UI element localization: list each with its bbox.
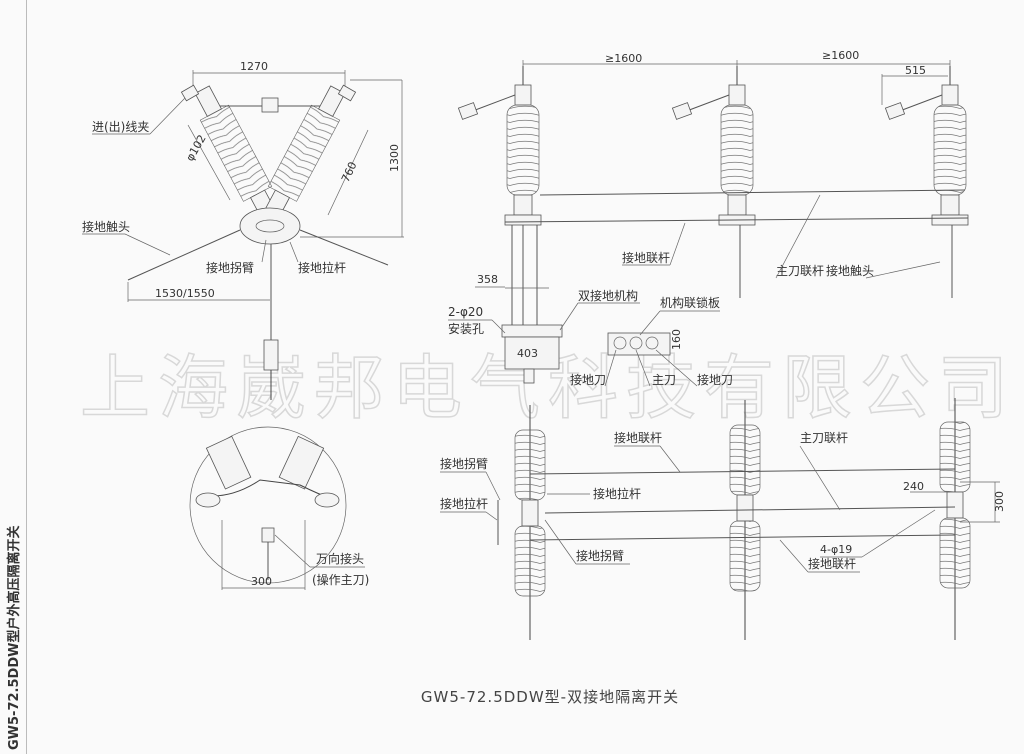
detail-lug-right bbox=[314, 492, 340, 508]
dim-phase-spacing-1: ≥1600 bbox=[605, 52, 642, 65]
top-view: 240 300 接地联杆 主刀联杆 接地拐臂 接地拉杆 接地拉杆 接地拐臂 接地… bbox=[440, 398, 1006, 640]
leader bbox=[261, 239, 267, 263]
phase-a bbox=[457, 66, 542, 226]
label-holes-spec: 4-φ19 bbox=[820, 543, 852, 556]
side-title: GW5-72.5DDW型户外高压隔离开关 bbox=[6, 526, 22, 750]
label-operate-main-blade: (操作主刀) bbox=[312, 572, 369, 587]
label-ground-crank-arm: 接地拐臂 bbox=[206, 260, 254, 275]
double-ground-mechanism: 403 bbox=[501, 225, 563, 384]
leader bbox=[124, 233, 171, 256]
leader bbox=[149, 97, 186, 135]
detail-circle bbox=[189, 426, 347, 584]
label-double-ground-mechanism: 双接地机构 bbox=[578, 288, 638, 303]
dim-760: 760 bbox=[339, 160, 360, 185]
leader bbox=[604, 349, 617, 387]
label-universal-joint: 万向接头 bbox=[316, 551, 364, 566]
side-view: ≥1600 ≥1600 515 bbox=[448, 49, 969, 387]
ground-link-rod bbox=[504, 217, 969, 223]
terminal-clamp-right bbox=[337, 84, 357, 102]
side-title-text: GW5-72.5DDW型户外高压隔离开关 bbox=[6, 526, 22, 750]
label-top-main-blade-link-rod: 主刀联杆 bbox=[800, 431, 848, 445]
leader bbox=[559, 302, 579, 331]
drawing-title: GW5-72.5DDW型-双接地隔离开关 bbox=[420, 688, 680, 706]
label-ground-contact-side: 接地触头 bbox=[826, 263, 874, 278]
base-rotor bbox=[239, 207, 301, 245]
phase-c bbox=[884, 66, 969, 298]
page-border bbox=[26, 0, 27, 754]
leader bbox=[635, 349, 651, 387]
dim-ext bbox=[187, 124, 231, 201]
label-main-blade-link-rod: 主刀联杆 bbox=[776, 264, 824, 278]
leader bbox=[544, 519, 577, 565]
interlock-plate: 160 bbox=[607, 329, 683, 356]
detail-lug-left bbox=[195, 492, 221, 508]
dim-515: 515 bbox=[905, 64, 926, 77]
leader bbox=[491, 319, 506, 334]
top-phase-c bbox=[939, 398, 971, 640]
dim-160: 160 bbox=[670, 329, 683, 350]
top-main-blade-link-rod bbox=[544, 506, 956, 514]
label-top-ground-pull-rod-mid: 接地拉杆 bbox=[593, 486, 641, 501]
leader bbox=[289, 241, 299, 263]
label-ground-pull-rod: 接地拉杆 bbox=[298, 260, 346, 275]
universal-joint bbox=[261, 527, 275, 543]
detail-linkage bbox=[199, 479, 336, 501]
dim-1270: 1270 bbox=[240, 60, 268, 73]
label-top-ground-crank-arm-bottom: 接地拐臂 bbox=[576, 548, 624, 563]
dim-phase-spacing-2: ≥1600 bbox=[822, 49, 859, 62]
dim-403: 403 bbox=[517, 347, 538, 360]
dim-300-detail: 300 bbox=[251, 575, 272, 588]
dim-phi102: φ102 bbox=[183, 133, 208, 164]
label-top-ground-link-rod-bottom: 接地联杆 bbox=[808, 556, 856, 571]
dim-line-760 bbox=[327, 129, 369, 216]
dim-300-top: 300 bbox=[993, 491, 1006, 512]
leader bbox=[274, 534, 311, 568]
detail-view: 300 万向接头 (操作主刀) bbox=[189, 426, 369, 590]
label-ground-link-rod: 接地联杆 bbox=[622, 250, 670, 265]
dim-358: 358 bbox=[477, 273, 498, 286]
dim-1530-1550: 1530/1550 bbox=[155, 287, 215, 300]
leader bbox=[779, 539, 809, 573]
leader bbox=[485, 471, 501, 501]
front-view: 1270 1300 760 φ102 bbox=[82, 60, 404, 400]
leader bbox=[485, 511, 498, 521]
top-ground-link-rod-upper bbox=[529, 468, 956, 475]
label-top-ground-pull-rod-left: 接地拉杆 bbox=[440, 496, 488, 511]
phase-b bbox=[671, 66, 756, 298]
dim-240: 240 bbox=[903, 480, 924, 493]
dim-1300: 1300 bbox=[388, 144, 401, 172]
top-ground-link-rod-lower bbox=[529, 534, 956, 541]
label-ground-blade-right: 接地刀 bbox=[697, 372, 733, 387]
leader bbox=[775, 194, 821, 279]
shaft-coupling bbox=[263, 339, 279, 371]
leader bbox=[655, 349, 698, 387]
main-blade-link-rod bbox=[539, 189, 966, 196]
label-top-ground-crank-arm: 接地拐臂 bbox=[440, 456, 488, 471]
terminal-clamp-left bbox=[180, 84, 200, 102]
label-ground-blade-left: 接地刀 bbox=[570, 372, 606, 387]
ground-arm-right bbox=[299, 229, 389, 266]
leader bbox=[861, 509, 936, 558]
base-slot bbox=[255, 219, 285, 233]
leader bbox=[799, 445, 841, 511]
top-phase-a bbox=[514, 405, 546, 640]
leader bbox=[659, 445, 681, 473]
label-ground-contact: 接地触头 bbox=[82, 219, 130, 234]
leader bbox=[865, 261, 941, 279]
label-main-blade: 主刀 bbox=[652, 373, 676, 387]
top-phase-b bbox=[729, 400, 761, 640]
label-interlock-plate: 机构联锁板 bbox=[660, 295, 720, 310]
label-mounting-holes: 安装孔 bbox=[448, 321, 484, 336]
label-mounting-holes-spec: 2-φ20 bbox=[448, 305, 483, 319]
label-terminal-clamp: 进(出)线夹 bbox=[92, 120, 149, 134]
leader bbox=[669, 222, 686, 266]
ground-arm-left bbox=[127, 229, 241, 281]
label-top-ground-link-rod: 接地联杆 bbox=[614, 430, 662, 445]
leader bbox=[639, 310, 661, 336]
blade-contact bbox=[261, 97, 279, 113]
